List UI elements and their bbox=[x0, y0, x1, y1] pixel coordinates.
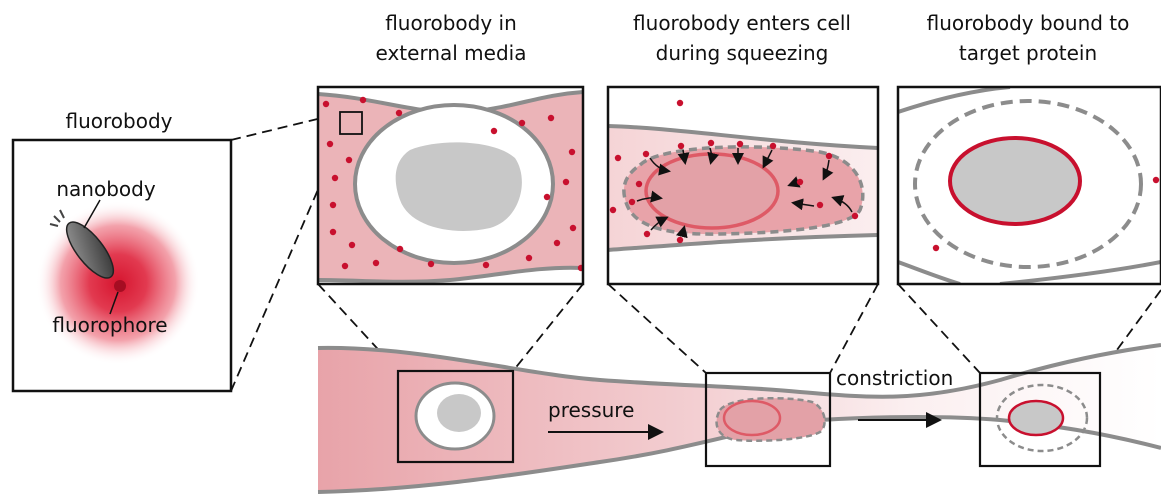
panel-external-media bbox=[318, 87, 584, 284]
external-title-line1: fluorobody in bbox=[385, 11, 517, 35]
constriction-label: constriction bbox=[836, 366, 953, 390]
nanobody-label: nanobody bbox=[56, 177, 155, 201]
enters-title-line2: during squeezing bbox=[656, 41, 829, 65]
panel-title-bound: fluorobody bound to target protein bbox=[927, 11, 1130, 65]
fluorophore-label: fluorophore bbox=[52, 313, 167, 337]
bound-title-line2: target protein bbox=[959, 41, 1097, 65]
inset-title: fluorobody bbox=[66, 109, 173, 133]
external-title-line2: external media bbox=[376, 41, 527, 65]
bound-title-line1: fluorobody bound to bbox=[927, 11, 1130, 35]
panel-title-enters: fluorobody enters cell during squeezing bbox=[633, 11, 851, 65]
fluorophore-icon bbox=[114, 280, 126, 292]
panel-enters-cell bbox=[608, 87, 878, 284]
pressure-label: pressure bbox=[548, 398, 634, 422]
panel-title-external: fluorobody in external media bbox=[376, 11, 527, 65]
nucleus-bound bbox=[1009, 401, 1063, 435]
enters-title-line1: fluorobody enters cell bbox=[633, 11, 851, 35]
panel-bound-target bbox=[898, 87, 1161, 284]
nucleus-before bbox=[437, 394, 481, 432]
nucleus-squeezing bbox=[724, 401, 780, 435]
